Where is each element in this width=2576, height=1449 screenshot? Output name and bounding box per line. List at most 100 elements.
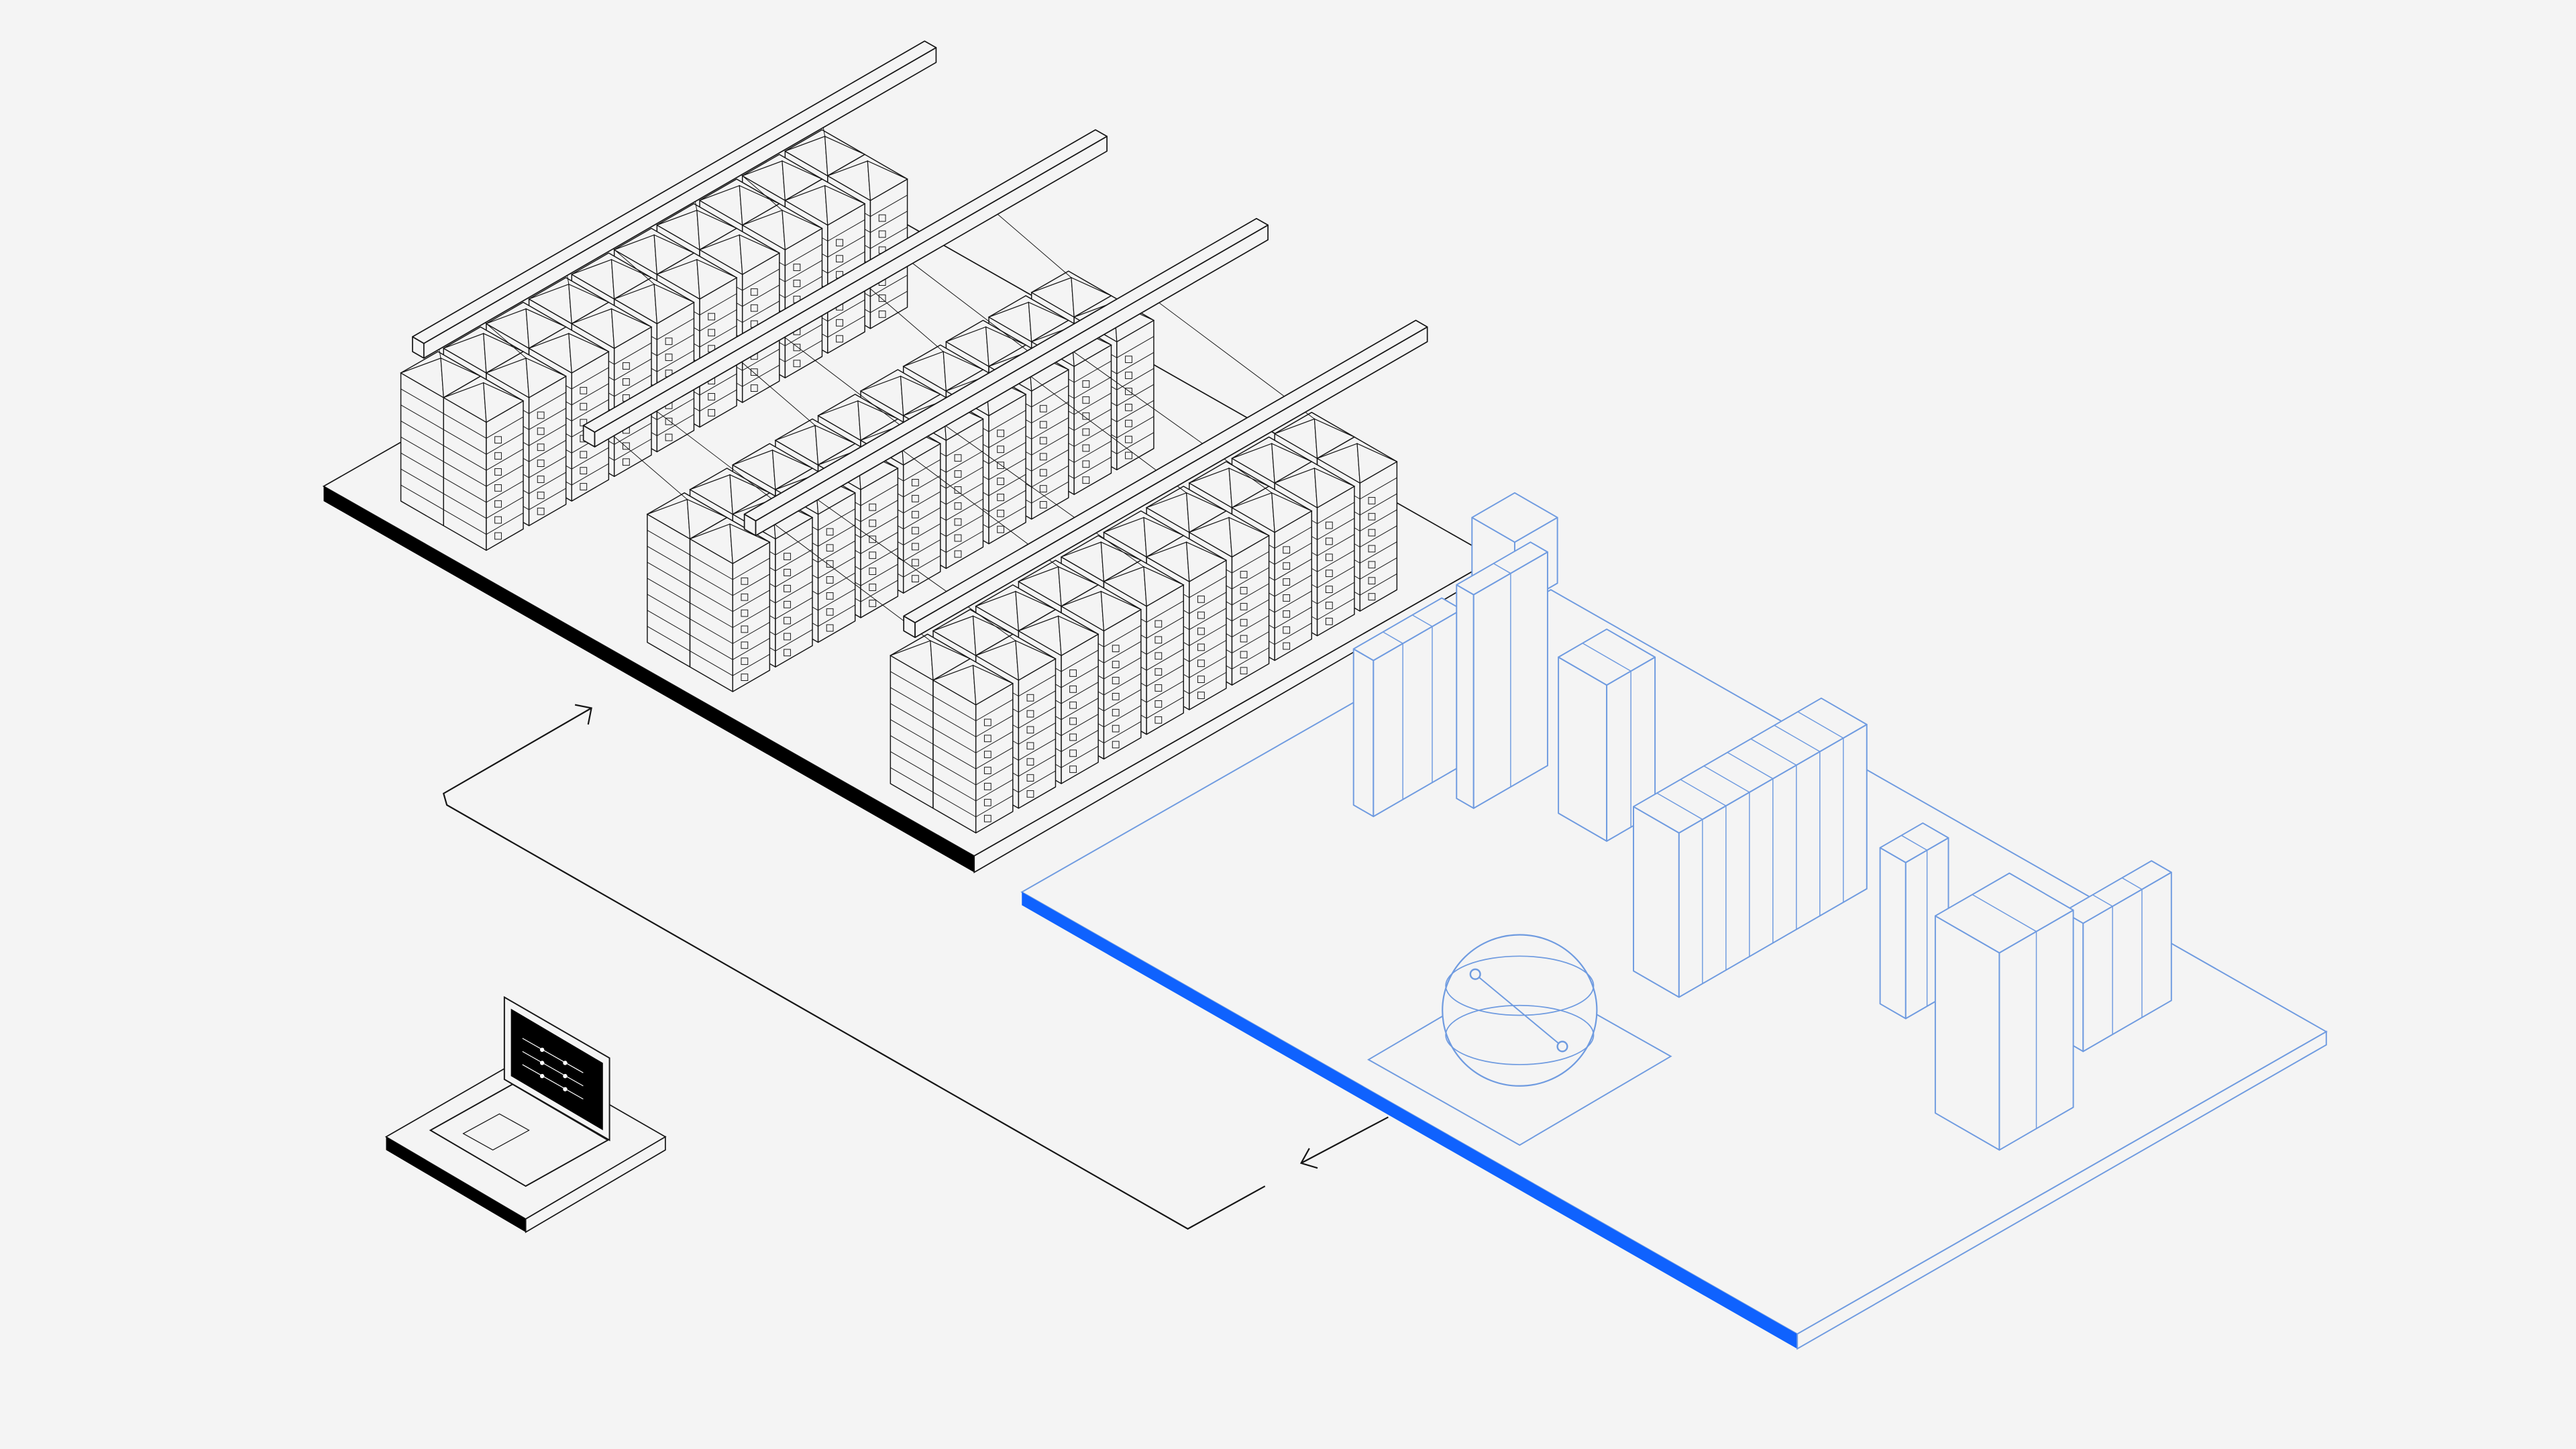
- rack-drawer-line: [860, 580, 898, 602]
- rack-port: [1026, 710, 1034, 718]
- cabinet-panel-line: [1411, 614, 1433, 627]
- rack-drawer-line: [732, 590, 770, 612]
- rack-cap: [1228, 517, 1270, 558]
- rack-drawer-line: [932, 759, 976, 786]
- rack-port: [954, 470, 962, 478]
- rack-drawer-line: [775, 549, 813, 572]
- rack-drawer-line: [903, 539, 941, 561]
- rack-port: [1112, 692, 1120, 700]
- rack-drawer-line: [529, 455, 566, 478]
- rack-drawer-line: [486, 432, 524, 455]
- rack-drawer-line: [1116, 400, 1155, 423]
- rack-drawer-line: [647, 578, 690, 604]
- rack-drawer-line: [1116, 368, 1155, 390]
- rack-cap: [1185, 541, 1228, 582]
- rack-port: [1039, 469, 1047, 477]
- rack-port: [1082, 476, 1090, 484]
- rack-drawer-line: [690, 635, 733, 660]
- rack-port: [836, 319, 843, 327]
- rack-drawer-line: [614, 342, 652, 365]
- rack-port: [878, 294, 886, 302]
- rack-port: [997, 429, 1005, 437]
- rack-drawer-line: [775, 597, 813, 620]
- rack-drawer-line: [742, 364, 780, 387]
- rack-port: [826, 592, 834, 600]
- cabinet-panel-line: [2092, 894, 2113, 907]
- rack-port: [869, 584, 877, 591]
- rack-drawer-line: [1116, 384, 1155, 407]
- rack-drawer-line: [860, 532, 898, 554]
- rack-drawer-line: [946, 482, 983, 505]
- rack-drawer-line: [1317, 534, 1355, 556]
- rack-port: [623, 362, 630, 370]
- rack-drawer-line: [988, 426, 1026, 448]
- rack-drawer-line: [890, 671, 934, 697]
- box-left-face: [1633, 806, 1680, 998]
- rack-drawer-line: [860, 484, 898, 506]
- rack-port: [1283, 578, 1291, 586]
- submit-arrow: [442, 707, 1266, 1230]
- box-top-face: [743, 217, 1269, 522]
- rack-port: [878, 230, 886, 238]
- rack-drawer-line: [742, 348, 780, 371]
- laptop-platform-edge: [386, 1136, 526, 1232]
- rack-drawer-line: [1031, 433, 1069, 455]
- rack-drawer-line: [932, 792, 976, 818]
- rack-port: [665, 433, 673, 441]
- rack-drawer-line: [1104, 641, 1141, 663]
- rack-drawer-line: [1116, 416, 1155, 439]
- rack-port: [1240, 651, 1248, 659]
- rack-port: [784, 569, 791, 576]
- rack-port: [1039, 453, 1047, 461]
- rack-drawer-line: [732, 606, 770, 628]
- rack-port: [1155, 716, 1163, 724]
- rack-cap: [824, 184, 866, 226]
- rack-drawer-line: [1073, 376, 1112, 399]
- rack-drawer-line: [1018, 706, 1056, 729]
- rack-drawer-line: [486, 448, 524, 471]
- rack-port: [580, 483, 588, 490]
- rack-drawer-line: [1274, 542, 1312, 565]
- rack-port: [708, 393, 716, 400]
- rack-drawer-line: [1018, 722, 1056, 745]
- rack-drawer-line: [1360, 477, 1397, 500]
- rack-port: [1026, 742, 1034, 750]
- rack-drawer-line: [1317, 598, 1355, 621]
- rack-port: [869, 551, 877, 559]
- rack-drawer-line: [1018, 690, 1056, 713]
- rack-port: [1112, 708, 1120, 716]
- rack-drawer-line: [946, 498, 983, 521]
- rack-port: [1069, 669, 1077, 677]
- rack-cap: [1015, 640, 1057, 681]
- rack-port: [784, 600, 791, 608]
- rack-drawer-line: [827, 299, 865, 322]
- rack-drawer-line: [860, 547, 898, 570]
- rack-port: [537, 507, 545, 515]
- rack-drawer-line: [443, 461, 487, 487]
- rack-drawer-line: [529, 408, 566, 430]
- rack-port: [580, 467, 588, 475]
- rack-port: [869, 568, 877, 576]
- cable: [907, 259, 1029, 352]
- rack-drawer-line: [1274, 574, 1312, 597]
- rack-port: [869, 503, 877, 511]
- rack-cap: [483, 382, 525, 423]
- rack-drawer-line: [1104, 625, 1141, 647]
- rack-drawer-line: [1104, 657, 1141, 680]
- rack-cap: [739, 234, 781, 275]
- rack-port: [1240, 667, 1248, 675]
- rack-port: [1240, 602, 1248, 610]
- rack-drawer-line: [699, 389, 737, 412]
- rack-port: [1325, 553, 1333, 561]
- rack-drawer-line: [988, 410, 1026, 432]
- rack-drawer-line: [1189, 624, 1227, 646]
- rack-drawer-line: [1018, 739, 1056, 761]
- rack-port: [1125, 403, 1132, 411]
- rack-drawer-line: [1317, 502, 1355, 525]
- circuit-line: [522, 1064, 584, 1099]
- rack-port: [1368, 529, 1376, 537]
- rack-port: [1283, 546, 1291, 554]
- rack-port: [983, 783, 991, 790]
- rack-port: [1026, 758, 1034, 766]
- rack-port: [741, 674, 749, 681]
